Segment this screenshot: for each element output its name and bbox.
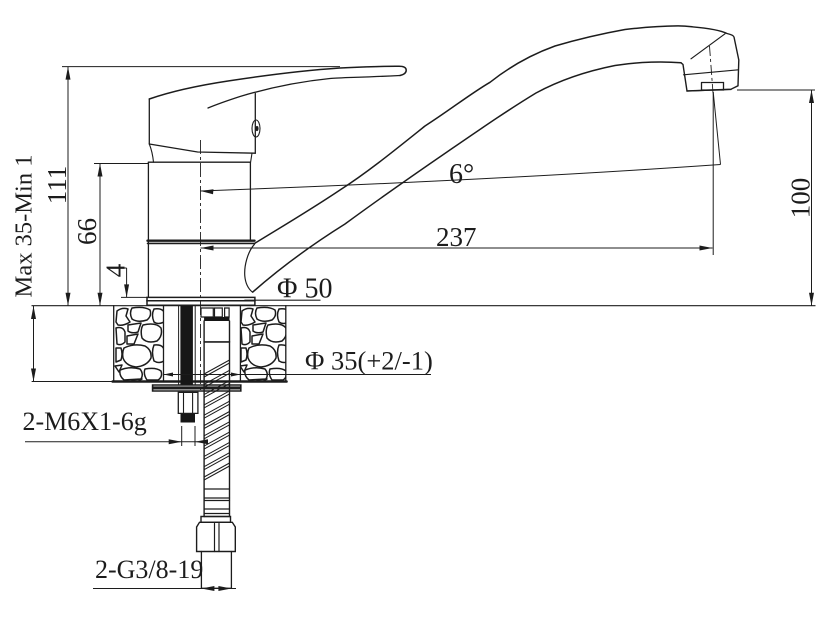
svg-text:6°: 6°: [449, 159, 474, 190]
svg-text:Φ 35(+2/-1): Φ 35(+2/-1): [305, 346, 433, 376]
svg-text:237: 237: [436, 222, 477, 252]
svg-text:Max 35-Min 1: Max 35-Min 1: [11, 155, 38, 298]
svg-text:4: 4: [101, 263, 131, 277]
svg-text:2-G3/8-19: 2-G3/8-19: [95, 555, 203, 584]
svg-text:111: 111: [42, 166, 72, 205]
svg-text:66: 66: [72, 218, 102, 245]
svg-text:Φ 50: Φ 50: [277, 274, 332, 305]
svg-text:2-M6X1-6g: 2-M6X1-6g: [23, 407, 147, 436]
svg-text:100: 100: [786, 178, 816, 219]
